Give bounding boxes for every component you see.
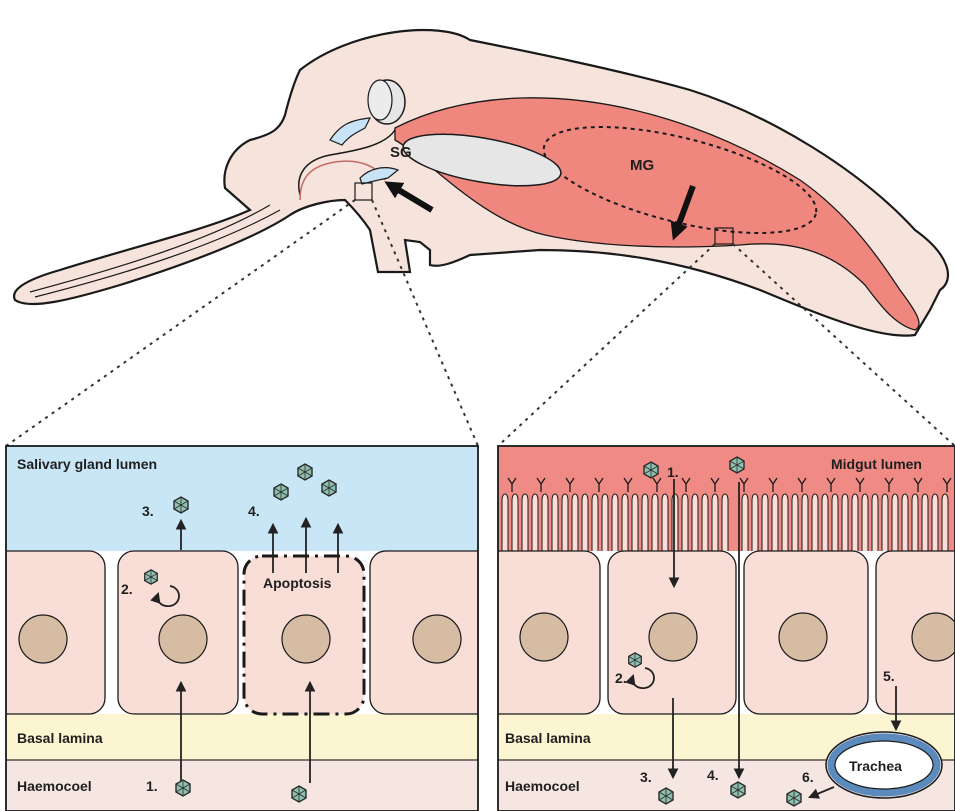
microvillus [752,494,758,551]
mg-step-4: 4. [707,767,719,783]
microvillus [712,494,718,551]
microvillus [642,494,648,551]
microvillus [812,494,818,551]
microvillus [852,494,858,551]
microvillus [502,494,508,551]
microvillus [862,494,868,551]
microvillus [652,494,658,551]
virus [644,462,658,478]
midgut-lumen-label: Midgut lumen [831,456,922,472]
microvillus [572,494,578,551]
microvillus [902,494,908,551]
microvillus [722,494,728,551]
microvillus [602,494,608,551]
microvillus [532,494,538,551]
mg-step-3: 3. [640,769,652,785]
microvillus [672,494,678,551]
sg-label: SG [390,144,412,161]
nucleus [912,613,955,661]
sg-step-2: 2. [121,581,133,597]
salivary-lumen-label: Salivary gland lumen [17,456,157,472]
midgut-panel: Midgut lumen Basal lamina Haemocoel Trac… [470,446,955,811]
microvillus [562,494,568,551]
microvillus [882,494,888,551]
mg-label: MG [630,157,654,174]
microvillus [872,494,878,551]
nucleus [779,613,827,661]
microvillus [932,494,938,551]
nucleus [19,615,67,663]
microvillus [542,494,548,551]
virus [322,480,336,496]
microvillus [832,494,838,551]
nucleus [159,615,207,663]
virus [176,780,190,796]
trachea-label: Trachea [849,758,902,774]
microvillus [552,494,558,551]
salivary-gland-panel: Salivary gland lumen Basal lamina Haemoc… [0,446,495,811]
microvillus [792,494,798,551]
microvillus [922,494,928,551]
microvillus [632,494,638,551]
mg-step-5: 5. [883,668,895,684]
midgut-haemocoel-label: Haemocoel [505,778,580,794]
sg-step-4: 4. [248,503,260,519]
virus [730,457,744,473]
microvillus [822,494,828,551]
sg-step-3: 3. [142,503,154,519]
microvillus [762,494,768,551]
virus [292,786,306,802]
nucleus [649,613,697,661]
virus [659,788,673,804]
sg-step-1: 1. [146,778,158,794]
microvillus [892,494,898,551]
salivary-basal-label: Basal lamina [17,730,103,746]
microvillus [512,494,518,551]
mosquito-illustration: SG MG [14,30,948,336]
microvillus [772,494,778,551]
virus [174,497,188,513]
virus [629,653,642,667]
microvillus [702,494,708,551]
microvillus [592,494,598,551]
microvillus [612,494,618,551]
microvillus [842,494,848,551]
midgut-basal-label: Basal lamina [505,730,591,746]
virus [274,484,288,500]
salivary-haemocoel-label: Haemocoel [17,778,92,794]
virus [298,464,312,480]
microvillus [742,494,748,551]
microvillus [942,494,948,551]
nucleus [520,613,568,661]
virus [145,570,158,584]
microvillus [692,494,698,551]
nucleus [282,615,330,663]
virus [731,782,745,798]
microvillus [782,494,788,551]
microvillus [802,494,808,551]
nucleus [413,615,461,663]
microvillus [912,494,918,551]
microvillus [682,494,688,551]
microvillus [522,494,528,551]
mg-step-1: 1. [667,464,679,480]
mg-step-6: 6. [802,769,814,785]
microvillus [662,494,668,551]
mg-step-2: 2. [615,670,627,686]
apoptosis-label: Apoptosis [263,575,332,591]
microvillus [622,494,628,551]
microvillus [582,494,588,551]
virus [787,790,801,806]
